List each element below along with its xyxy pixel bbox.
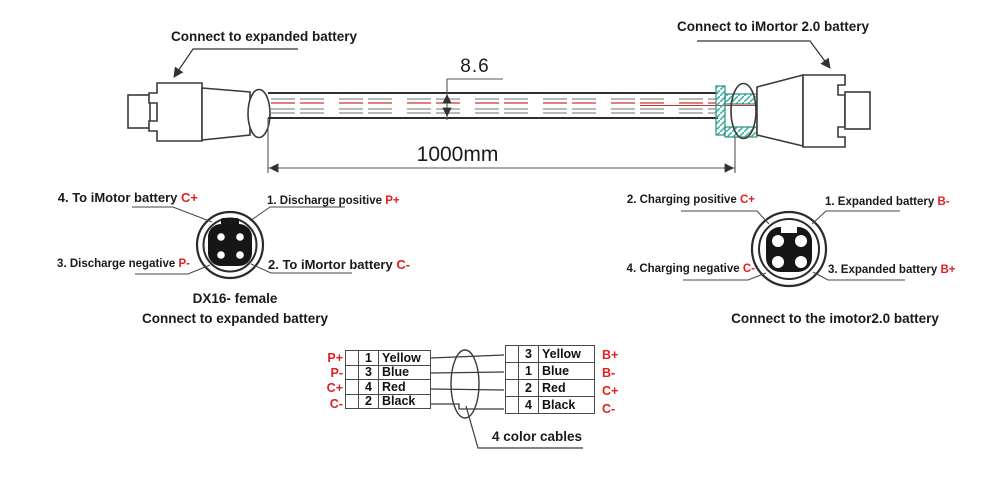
table-row: 1 Yellow xyxy=(345,350,431,366)
table-cell-blank xyxy=(345,364,359,380)
wire-label-b-plus: B+ xyxy=(602,348,619,362)
right-pin-4-label: 4. Charging negative C- xyxy=(626,263,755,275)
table-row: 1 Blue xyxy=(505,362,595,380)
wire-lines xyxy=(430,354,505,410)
wire-label-p-minus: P- xyxy=(330,366,344,380)
table-cell-pin: 3 xyxy=(358,364,379,380)
wire-label-b-minus: B- xyxy=(602,366,616,380)
diameter-value: 8.6 xyxy=(460,56,490,77)
cable-bundle-ellipse xyxy=(450,349,480,419)
right-label-leader xyxy=(697,40,831,69)
table-cell-color: Black xyxy=(378,393,431,409)
right-cable-connector xyxy=(730,73,871,148)
right-plug-leaders xyxy=(681,210,905,281)
table-cell-blank xyxy=(505,345,519,363)
table-row: 3 Yellow xyxy=(505,345,595,363)
right-plug-caption: Connect to the imotor2.0 battery xyxy=(731,311,939,326)
cable-note-leader xyxy=(465,405,583,449)
table-cell-pin: 2 xyxy=(358,393,379,409)
wire-label-c-plus: C+ xyxy=(326,381,343,395)
table-cell-color: Blue xyxy=(378,364,431,380)
right-pin-1-label: 1. Expanded battery B- xyxy=(825,196,950,208)
table-row: 4 Red xyxy=(345,379,431,395)
table-cell-blank xyxy=(505,396,519,414)
table-cell-blank xyxy=(345,379,359,395)
compression-nut xyxy=(715,85,758,138)
left-cable-label: Connect to expanded battery xyxy=(171,29,358,44)
table-cell-color: Blue xyxy=(538,362,595,380)
table-cell-color: Yellow xyxy=(378,350,431,366)
left-pin-3-label: 3. Discharge negative P- xyxy=(57,258,190,270)
left-pin-4-label: 4. To iMotor battery C+ xyxy=(57,190,198,205)
length-dimension xyxy=(267,118,736,173)
left-pin-1-label: 1. Discharge positive P+ xyxy=(267,195,400,207)
left-plug-caption: Connect to expanded battery xyxy=(141,311,329,326)
table-cell-pin: 1 xyxy=(358,350,379,366)
table-cell-pin: 4 xyxy=(358,379,379,395)
table-cell-blank xyxy=(505,379,519,397)
right-pin-3-label: 3. Expanded battery B+ xyxy=(828,264,956,276)
wire-label-c2-minus: C- xyxy=(602,402,616,416)
left-cable-connector xyxy=(127,82,271,142)
table-cell-color: Red xyxy=(538,379,595,397)
table-cell-blank xyxy=(345,350,359,366)
table-cell-pin: 4 xyxy=(518,396,539,414)
table-cell-blank xyxy=(505,362,519,380)
wire-label-p-plus: P+ xyxy=(327,351,343,365)
right-plug-face xyxy=(750,210,828,288)
table-row: 2 Red xyxy=(505,379,595,397)
left-plug-leaders xyxy=(132,206,352,275)
right-pin-2-label: 2. Charging positive C+ xyxy=(626,194,755,206)
right-cable-label: Connect to iMortor 2.0 battery xyxy=(677,19,870,34)
table-row: 3 Blue xyxy=(345,364,431,380)
cable-outline xyxy=(268,92,767,119)
left-plug-face xyxy=(195,210,265,280)
left-pin-2-label: 2. To iMortor battery C- xyxy=(268,257,411,272)
left-wiring-table: 1 Yellow 3 Blue 4 Red 2 Black xyxy=(345,350,431,409)
table-cell-pin: 1 xyxy=(518,362,539,380)
length-value: 1000mm xyxy=(416,143,499,166)
table-cell-color: Black xyxy=(538,396,595,414)
table-cell-color: Yellow xyxy=(538,345,595,363)
table-row: 2 Black xyxy=(345,393,431,409)
left-plug-caption-type: DX16- female xyxy=(192,291,278,306)
diameter-dimension xyxy=(442,78,503,120)
table-cell-pin: 3 xyxy=(518,345,539,363)
left-label-leader xyxy=(173,48,298,78)
table-cell-blank xyxy=(345,393,359,409)
wire-label-c-minus: C- xyxy=(329,397,343,411)
table-row: 4 Black xyxy=(505,396,595,414)
cable-note: 4 color cables xyxy=(492,429,583,444)
table-cell-color: Red xyxy=(378,379,431,395)
table-cell-pin: 2 xyxy=(518,379,539,397)
wire-label-c2-plus: C+ xyxy=(602,384,619,398)
right-wiring-table: 3 Yellow 1 Blue 2 Red 4 Black xyxy=(505,345,595,414)
